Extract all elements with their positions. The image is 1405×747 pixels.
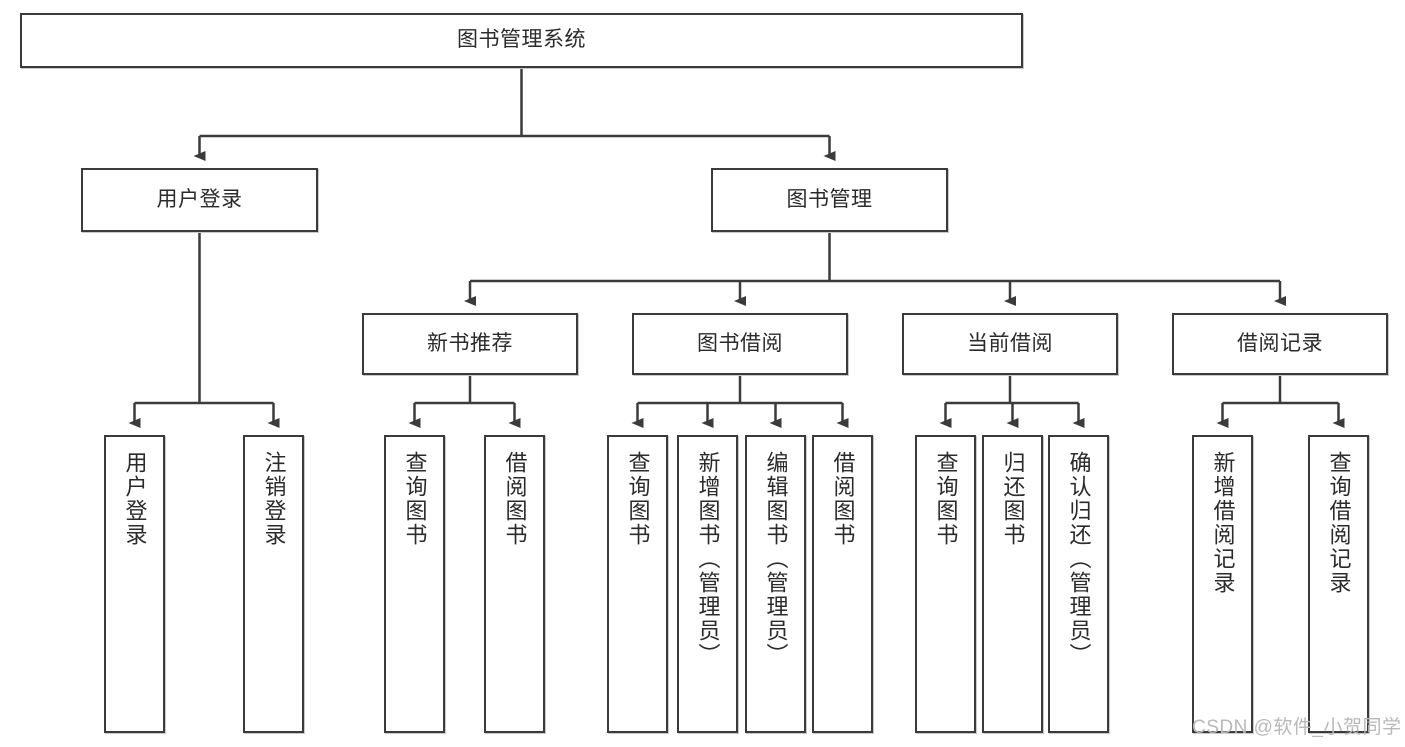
node-leaf-query-record[interactable]: 查询借阅记录 <box>1308 435 1369 733</box>
node-label: 归还图书 <box>1000 451 1026 547</box>
node-leaf-add-record[interactable]: 新增借阅记录 <box>1192 435 1253 733</box>
node-leaf-borrow-book-1[interactable]: 借阅图书 <box>484 435 545 733</box>
node-leaf-user-login[interactable]: 用户登录 <box>104 435 165 733</box>
node-label: 用户登录 <box>156 187 243 211</box>
node-label: 新书推荐 <box>427 331 513 355</box>
node-label: 图书管理 <box>786 187 873 211</box>
node-leaf-query-book-2[interactable]: 查询图书 <box>607 435 668 733</box>
node-user-login[interactable]: 用户登录 <box>81 168 318 232</box>
node-label: 注销登录 <box>261 451 287 547</box>
node-borrow-record[interactable]: 借阅记录 <box>1172 313 1388 375</box>
node-label: 借阅记录 <box>1237 331 1323 355</box>
node-leaf-edit-book[interactable]: 编辑图书（管理员） <box>745 435 806 733</box>
node-label: 查询图书 <box>625 451 651 547</box>
node-current-borrow[interactable]: 当前借阅 <box>902 313 1118 375</box>
node-label: 借阅图书 <box>830 451 856 547</box>
node-label: 当前借阅 <box>967 331 1053 355</box>
node-label: 确认归还（管理员） <box>1066 451 1092 667</box>
node-leaf-query-book-1[interactable]: 查询图书 <box>384 435 445 733</box>
node-leaf-borrow-book-2[interactable]: 借阅图书 <box>812 435 873 733</box>
node-leaf-return-book[interactable]: 归还图书 <box>982 435 1043 733</box>
node-book-borrow[interactable]: 图书借阅 <box>632 313 848 375</box>
csdn-watermark: CSDN @软件_小贺同学 <box>1192 717 1402 738</box>
node-leaf-query-book-3[interactable]: 查询图书 <box>915 435 976 733</box>
node-label: 用户登录 <box>122 451 148 547</box>
node-label: 编辑图书（管理员） <box>763 451 789 667</box>
node-label: 查询图书 <box>402 451 428 547</box>
node-label: 查询图书 <box>933 451 959 547</box>
node-new-book-recommend[interactable]: 新书推荐 <box>362 313 578 375</box>
node-label: 图书借阅 <box>697 331 783 355</box>
node-label: 新增图书（管理员） <box>695 451 721 667</box>
node-root[interactable]: 图书管理系统 <box>20 13 1023 68</box>
node-label: 查询借阅记录 <box>1326 451 1352 595</box>
node-label: 图书管理系统 <box>457 28 586 52</box>
node-leaf-logout[interactable]: 注销登录 <box>243 435 304 733</box>
node-leaf-add-book[interactable]: 新增图书（管理员） <box>677 435 738 733</box>
node-book-manage[interactable]: 图书管理 <box>711 168 948 232</box>
node-leaf-confirm-return[interactable]: 确认归还（管理员） <box>1048 435 1109 733</box>
node-label: 新增借阅记录 <box>1210 451 1236 595</box>
node-label: 借阅图书 <box>502 451 528 547</box>
